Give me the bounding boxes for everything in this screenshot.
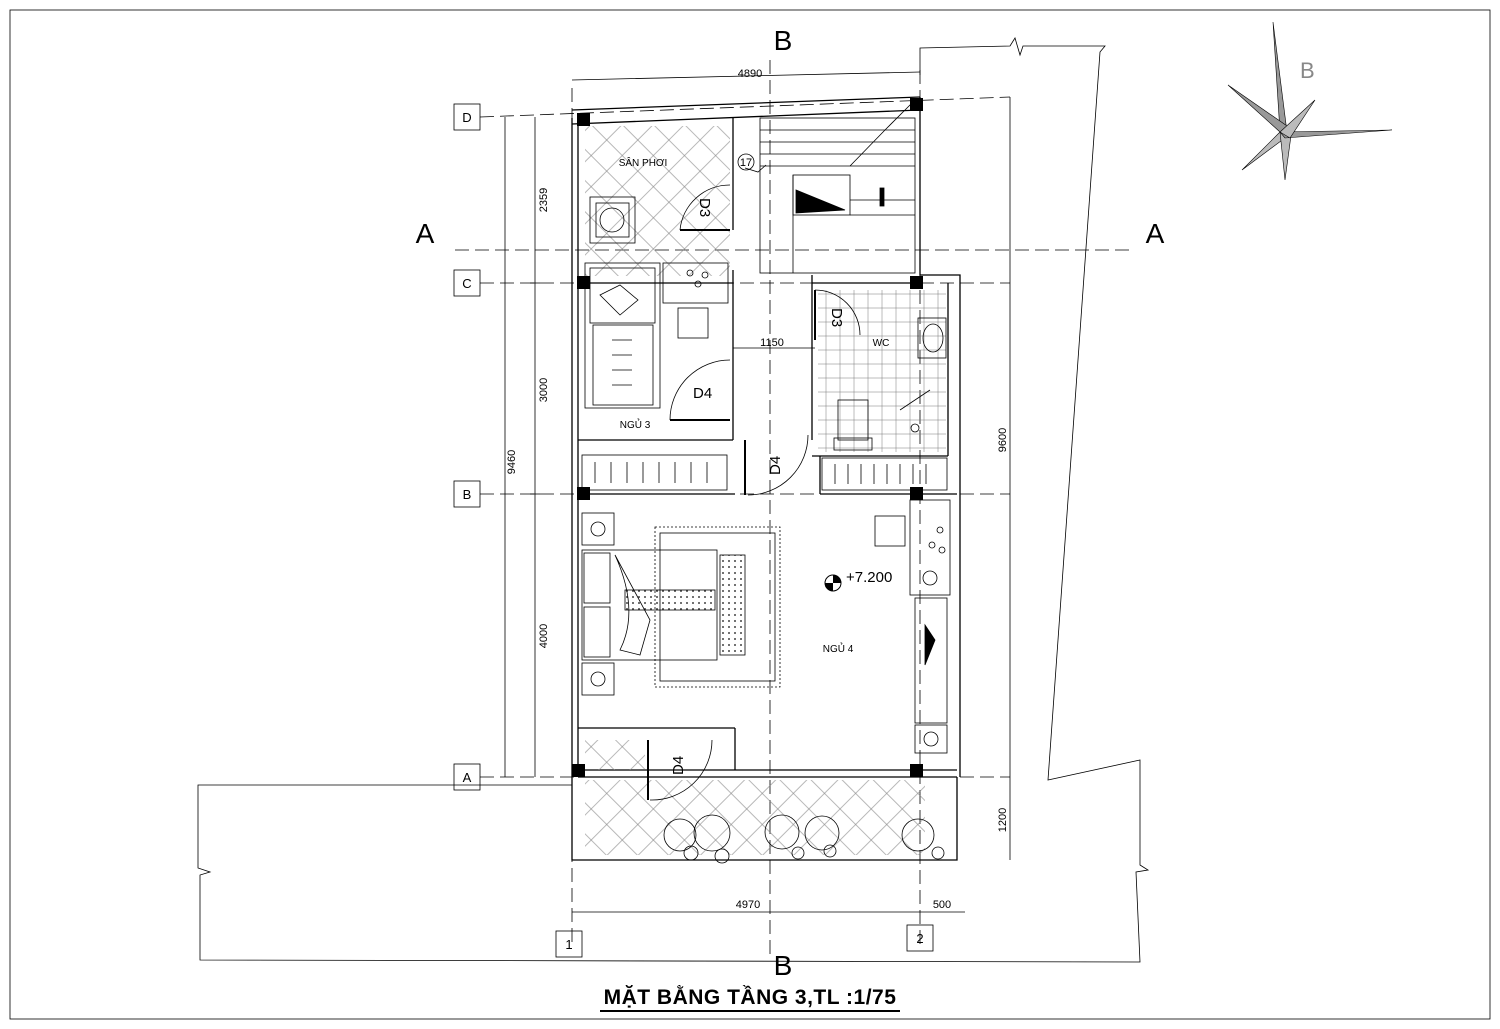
wardrobe-wc-hall	[821, 457, 948, 491]
svg-text:A: A	[463, 770, 472, 785]
svg-text:D: D	[462, 110, 471, 125]
dim-bottom: 4970	[736, 899, 760, 911]
drawing-title: MẶT BẰNG TẦNG 3,TL :1/75	[0, 986, 1500, 1012]
staircase	[744, 99, 916, 274]
room-label-ngu3: NGỦ 3	[620, 418, 651, 431]
stair-step-count: 17	[740, 157, 752, 169]
room-label-san-phoi: SÂN PHƠI	[619, 156, 668, 169]
grid-bubble-b: B	[453, 480, 481, 508]
balcony-furniture	[589, 196, 636, 244]
wc-tiles	[818, 290, 946, 452]
dim-1200: 1200	[997, 808, 1009, 832]
front-balcony-hatch	[585, 780, 925, 855]
bed-3	[584, 262, 729, 409]
compass-letter: B	[1300, 58, 1315, 83]
dim-top: 4890	[738, 68, 762, 80]
grid-bubble-2: 2	[906, 924, 934, 952]
dim-9460: 9460	[506, 450, 518, 474]
grid-bubble-1: 1	[555, 930, 583, 958]
section-mark-b-bottom: B	[774, 950, 793, 981]
room-label-ngu4: NGỦ 4	[823, 642, 854, 655]
walls	[571, 96, 961, 861]
dim-3000: 3000	[538, 378, 550, 402]
dim-2359: 2359	[538, 188, 550, 212]
room-label-wc: WC	[873, 338, 890, 349]
section-mark-a-right: A	[1146, 218, 1165, 249]
grid-bubble-d: D	[453, 103, 481, 131]
wc-fixtures	[833, 317, 947, 451]
level-label: +7.200	[846, 569, 892, 586]
dimension-lines	[504, 71, 1011, 913]
section-mark-a-left: A	[416, 218, 435, 249]
door-tag-d3-wc: D3	[828, 308, 845, 327]
grid-bubble-a: A	[453, 763, 481, 791]
wardrobe-3	[581, 454, 728, 491]
balcony-hatch	[585, 126, 730, 276]
grid-bubble-c: C	[453, 269, 481, 297]
site-boundary	[197, 37, 1150, 963]
dim-9600: 9600	[997, 428, 1009, 452]
svg-text:1: 1	[565, 937, 572, 952]
dim-bottom-right: 500	[933, 899, 951, 911]
north-arrow-icon	[1227, 21, 1393, 181]
svg-text:2: 2	[916, 931, 923, 946]
sheet-border	[9, 9, 1491, 1020]
svg-text:B: B	[463, 487, 472, 502]
bed-4-cabinets	[874, 499, 951, 754]
level-marker	[824, 574, 842, 592]
door-tag-d4-hall: D4	[767, 456, 784, 475]
door-tag-d4-front: D4	[670, 756, 687, 775]
planters	[663, 814, 945, 864]
dim-4000: 4000	[538, 624, 550, 648]
door-tag-d4-bed3: D4	[693, 385, 712, 402]
bed-4	[581, 512, 781, 696]
svg-text:C: C	[462, 276, 471, 291]
door-tag-d3-balcony: D3	[696, 198, 713, 217]
section-mark-b-top: B	[774, 25, 793, 56]
dim-1150: 1150	[760, 337, 784, 349]
door-swings	[647, 184, 861, 801]
